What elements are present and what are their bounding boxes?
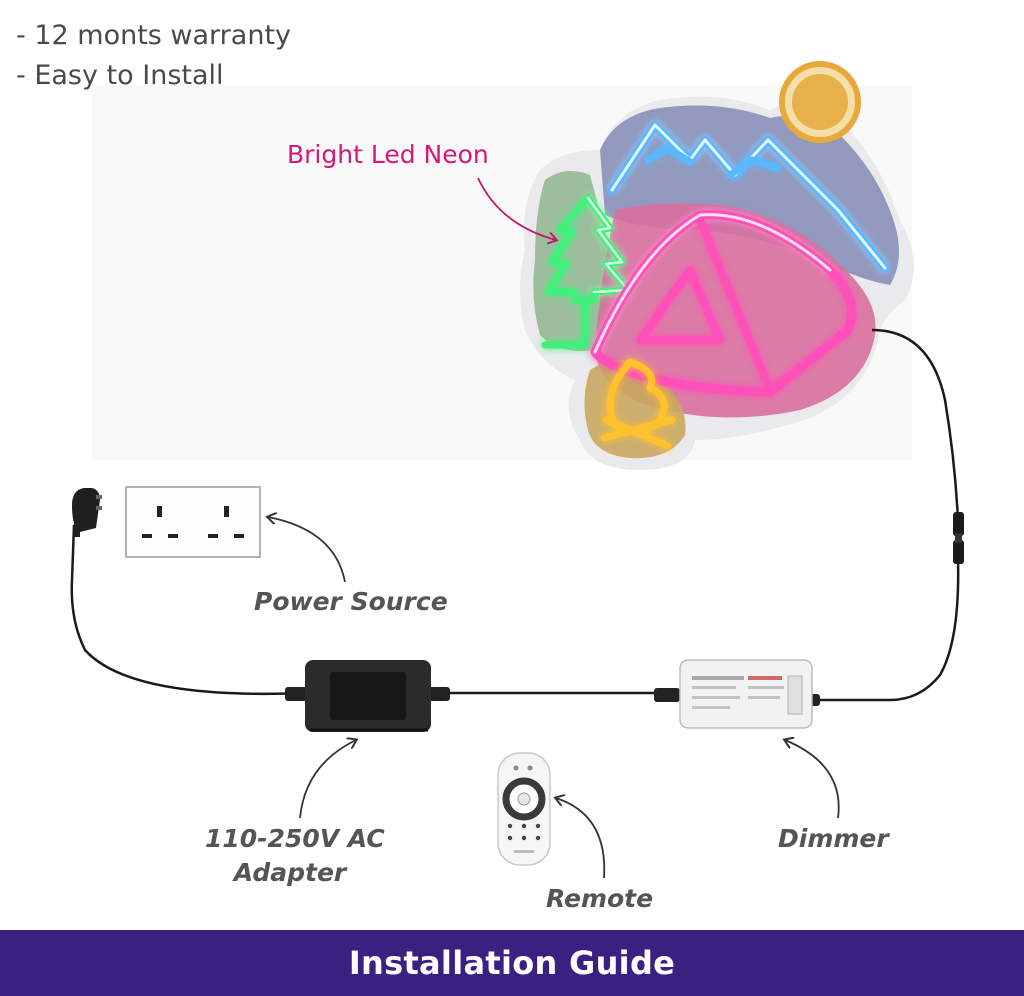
installation-diagram: - 12 monts warranty - Easy to Install Br… — [16, 16, 964, 913]
neon-arrow — [477, 177, 556, 240]
dimmer-arrow — [785, 740, 840, 819]
footer-banner: Installation Guide — [0, 930, 1024, 996]
label-arrows — [268, 517, 840, 879]
footer-title: Installation Guide — [348, 944, 676, 982]
dimmer-icon — [654, 659, 820, 729]
ac-adapter-icon — [285, 660, 450, 732]
remote-icon — [497, 752, 551, 866]
dimmer-label: Dimmer — [778, 824, 889, 853]
remote-label: Remote — [546, 884, 654, 913]
adapter-label: 110-250V AC Adapter — [205, 822, 385, 890]
power-source-label: Power Source — [254, 587, 448, 616]
cables — [70, 328, 960, 702]
adapter-label-line1: 110-250V AC — [205, 824, 385, 853]
feature-warranty: - 12 monts warranty — [16, 20, 292, 51]
diagram-graphics — [70, 61, 964, 879]
cable-connector — [953, 512, 964, 564]
neon-sign-camping — [520, 61, 914, 471]
wall-socket-icon — [125, 486, 261, 558]
neon-label: Bright Led Neon — [287, 140, 489, 169]
plug-icon — [72, 488, 102, 537]
adapter-arrow — [299, 740, 356, 819]
remote-arrow — [556, 798, 606, 879]
feature-list: - 12 monts warranty - Easy to Install — [16, 16, 291, 96]
adapter-label-line2: Adapter — [233, 858, 347, 887]
power-source-arrow — [268, 517, 346, 583]
feature-install: - Easy to Install — [16, 60, 224, 91]
